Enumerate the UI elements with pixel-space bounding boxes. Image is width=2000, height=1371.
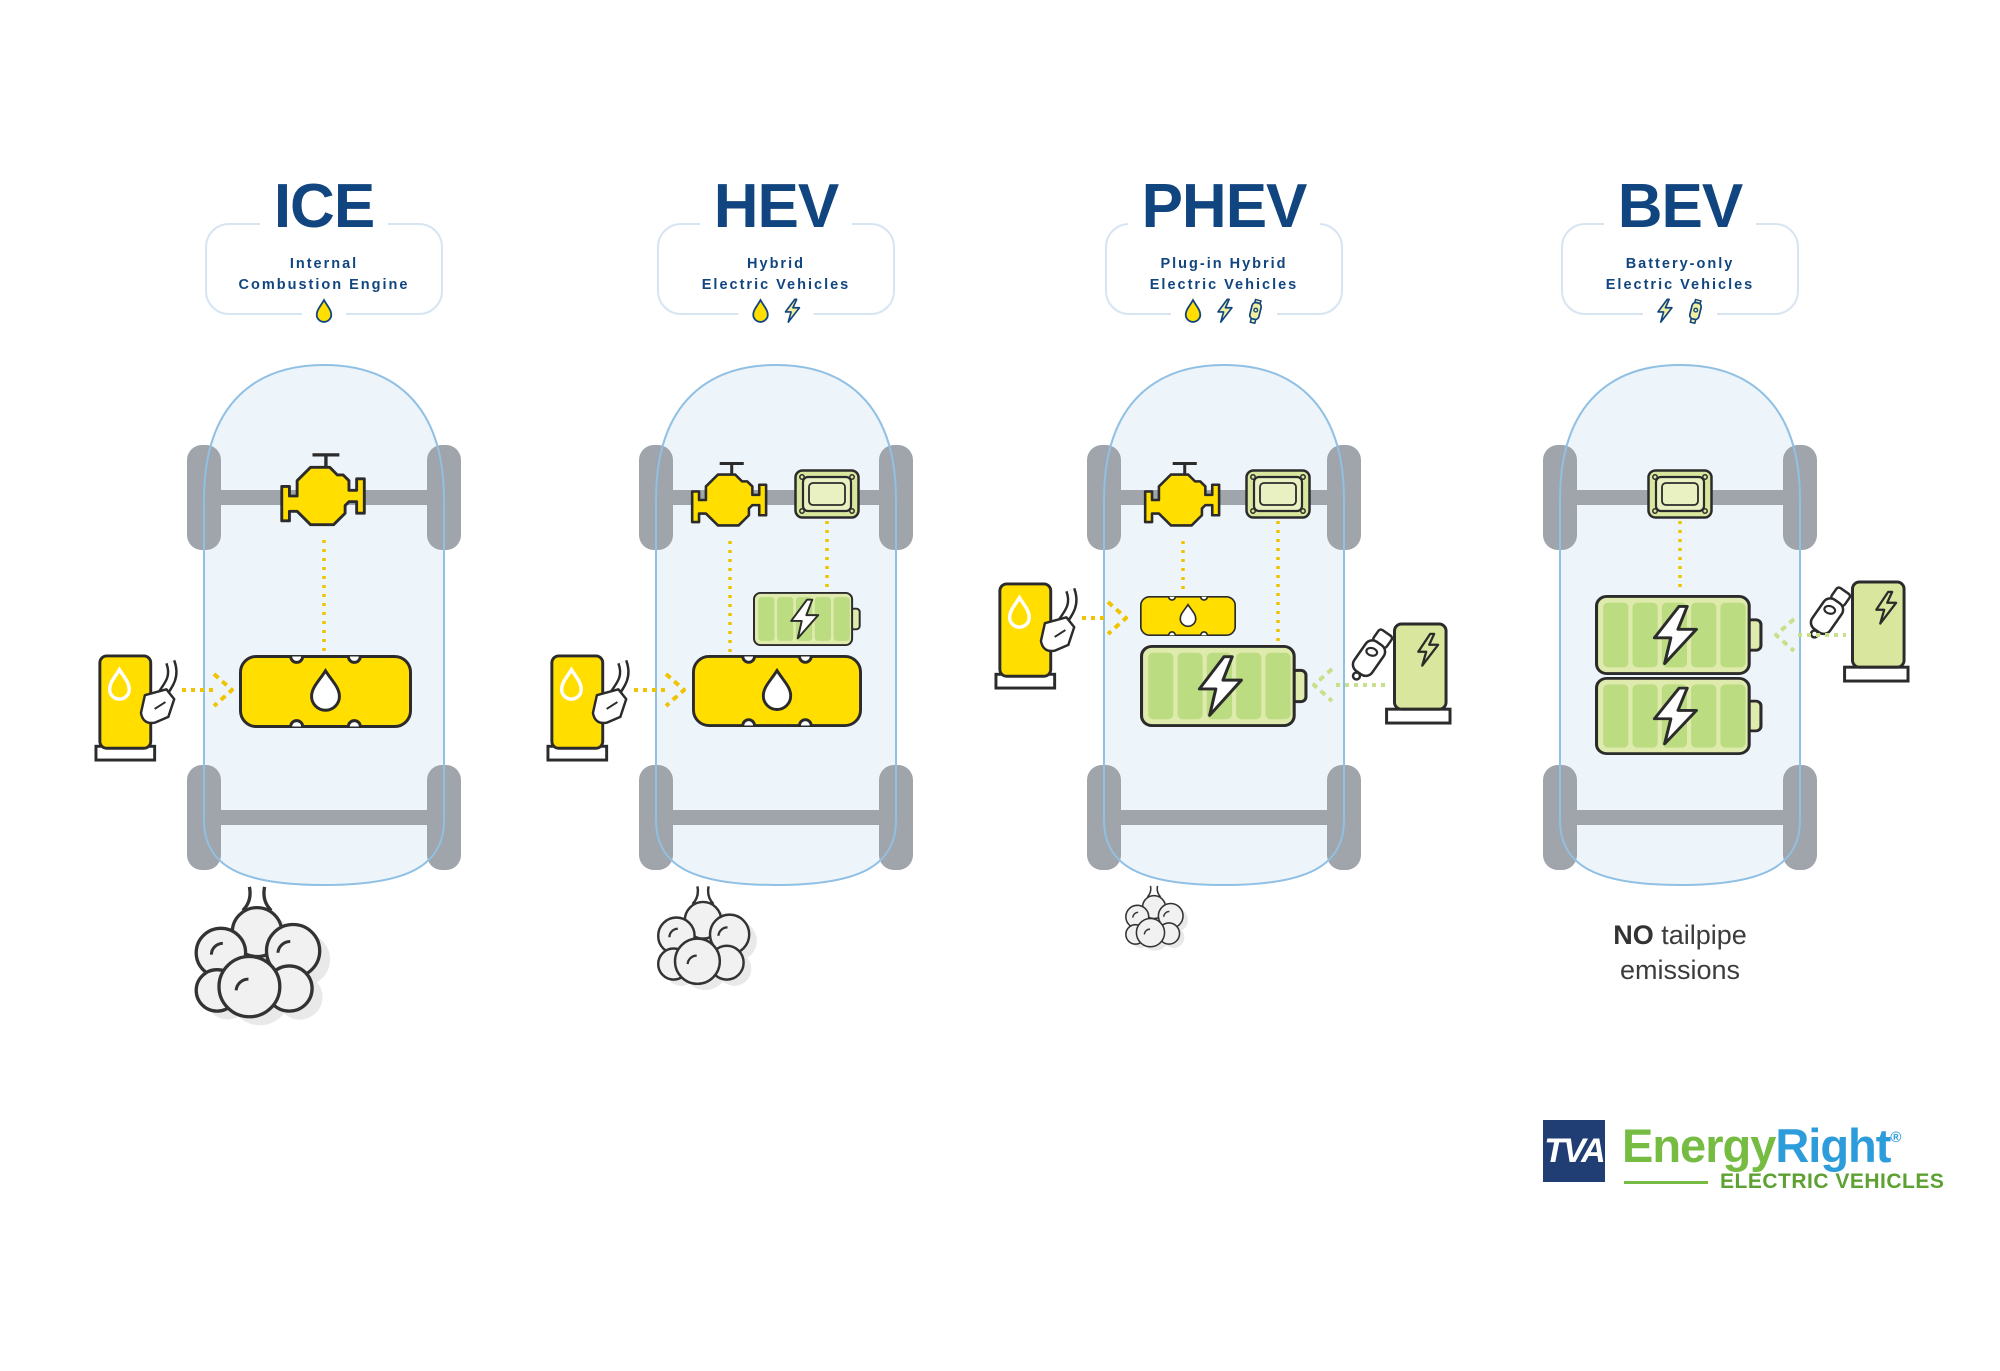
- inverter-icon: [794, 469, 860, 519]
- hev-header: HEV Hybrid Electric Vehicles: [636, 170, 916, 380]
- exhaust-cloud-medium: [656, 885, 759, 992]
- hev-car-diagram: [546, 363, 913, 992]
- bev-fuel-icons: [1643, 298, 1717, 324]
- ice-fuel-icons: [302, 298, 346, 324]
- exhaust-cloud-small: [1125, 885, 1189, 952]
- no-emissions-rest: tailpipe emissions: [1619, 920, 1747, 985]
- rear-axle: [658, 810, 894, 825]
- wordmark-energy: Energy: [1622, 1119, 1776, 1172]
- charge-plug-icon: [1687, 298, 1704, 324]
- ice-car-diagram: [94, 363, 461, 1027]
- lightning-bolt-icon: [1217, 298, 1233, 323]
- refuel-arrow-head: [664, 672, 686, 708]
- gas-pump-icon: [996, 584, 1074, 688]
- charge-arrow-head: [1312, 667, 1334, 703]
- hev-fuel-icons: [738, 298, 814, 324]
- gas-pump-icon: [548, 656, 626, 760]
- hev-title: HEV: [699, 170, 853, 244]
- rear-axle: [206, 810, 442, 825]
- phev-title: PHEV: [1127, 170, 1321, 244]
- registered-mark: ®: [1890, 1129, 1901, 1146]
- wordmark-right: Right: [1775, 1119, 1891, 1172]
- ev-charger-icon: [1344, 622, 1452, 725]
- ice-title: ICE: [259, 170, 389, 244]
- bev-subtitle: Battery-only Electric Vehicles: [1605, 256, 1755, 293]
- bev-car-diagram: [1543, 363, 1910, 887]
- no-emissions-bold: NO: [1613, 920, 1654, 950]
- fuel-drop-icon: [752, 299, 769, 323]
- fuel-tank-icon: [693, 651, 860, 732]
- charge-arrow-head: [1774, 617, 1796, 653]
- phev-subtitle: Plug-in Hybrid Electric Vehicles: [1149, 256, 1299, 293]
- car-outline: [655, 363, 897, 887]
- car-outline: [1559, 363, 1801, 887]
- tagline-text: ELECTRIC VEHICLES: [1720, 1170, 1945, 1193]
- lightning-bolt-icon: [784, 298, 801, 323]
- car-body: [204, 365, 444, 885]
- battery-icon: [1595, 677, 1763, 755]
- fuel-drop-icon: [315, 299, 333, 323]
- logo-tagline: ELECTRIC VEHICLES: [1624, 1170, 1944, 1194]
- tagline-rule: [1624, 1180, 1708, 1184]
- ev-charger-icon: [1802, 580, 1910, 683]
- inverter-icon: [1245, 469, 1311, 519]
- battery-icon: [753, 592, 861, 646]
- fuel-drop-icon: [1184, 299, 1202, 323]
- ice-header: ICE Internal Combustion Engine: [184, 170, 464, 380]
- tva-logo-box: TVA: [1543, 1120, 1606, 1182]
- refuel-arrow-head: [1106, 600, 1128, 636]
- phev-car-diagram: [994, 363, 1452, 952]
- energyright-wordmark: EnergyRight®: [1622, 1112, 1901, 1172]
- charge-plug-icon: [1247, 298, 1264, 324]
- small-fuel-tank-icon: [1141, 594, 1235, 639]
- lightning-bolt-icon: [1657, 298, 1673, 323]
- refuel-arrow-head: [212, 672, 234, 708]
- tva-energyright-logo: TVA EnergyRight® ELECTRIC VEHICLES: [1540, 1112, 1944, 1208]
- bev-header: BEV Battery-only Electric Vehicles: [1540, 170, 1820, 380]
- battery-icon: [1140, 645, 1308, 727]
- fuel-tank-icon: [240, 651, 410, 733]
- phev-fuel-icons: [1171, 298, 1277, 324]
- car-outline: [1103, 363, 1345, 887]
- ice-subtitle: Internal Combustion Engine: [238, 256, 410, 293]
- rear-axle: [1106, 810, 1342, 825]
- gas-pump-icon: [96, 656, 174, 760]
- phev-header: PHEV Plug-in Hybrid Electric Vehicles: [1084, 170, 1364, 380]
- inverter-icon: [1647, 469, 1713, 519]
- bev-title: BEV: [1603, 170, 1757, 244]
- car-outline: [203, 363, 445, 887]
- battery-icon: [1595, 595, 1763, 675]
- exhaust-cloud-large: [194, 885, 332, 1027]
- rear-axle: [1562, 810, 1798, 825]
- no-emissions-note: NO tailpipe emissions: [1565, 918, 1795, 988]
- hev-subtitle: Hybrid Electric Vehicles: [701, 256, 851, 293]
